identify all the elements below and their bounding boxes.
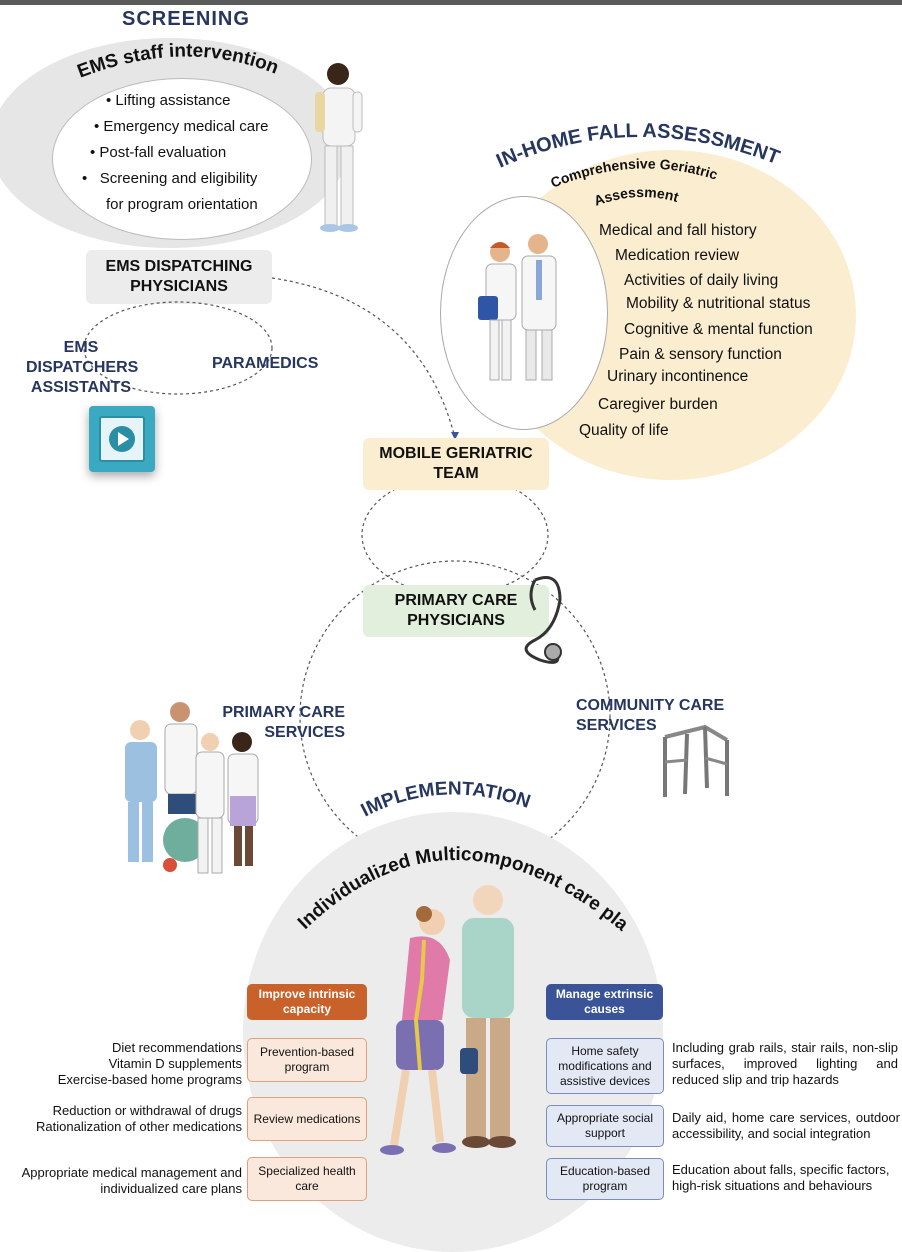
education-details: Education about falls, specific factors,…	[672, 1162, 890, 1193]
ems-dispatchers-label: EMS DISPATCHERS ASSISTANTS	[26, 339, 139, 396]
ems-dispatching-physicians-box: EMS DISPATCHING PHYSICIANS	[86, 250, 272, 304]
paramedics-label: PARAMEDICS	[212, 355, 319, 372]
bullet-item: • Lifting assistance	[106, 92, 231, 109]
primary-care-services-label: PRIMARY CARE SERVICES	[222, 704, 345, 741]
svg-text:EMS staff intervention: EMS staff intervention	[75, 40, 282, 82]
paramedic-figure	[315, 63, 363, 232]
svg-text:IMPLEMENTATION: IMPLEMENTATION	[358, 778, 533, 821]
assessment-title-curve: IN-HOME FALL ASSESSMENT	[493, 120, 782, 173]
bullet-item: • Emergency medical care	[94, 118, 269, 135]
extrinsic-causes-header: Manage extrinsic causes	[546, 984, 663, 1020]
bullet-item: • Screening and eligibility	[82, 170, 258, 187]
review-medications-box: Review medications	[247, 1097, 367, 1141]
prevention-program-box: Prevention-based program	[247, 1038, 367, 1082]
care-staff-figure	[125, 702, 259, 874]
elderly-couple-figure	[380, 885, 516, 1155]
play-icon	[99, 416, 145, 462]
bullet-item: • Post-fall evaluation	[90, 144, 227, 161]
top-bar	[0, 0, 902, 5]
assessment-item: Medical and fall history	[599, 222, 757, 239]
mobile-geriatric-team-box: MOBILE GERIATRIC TEAM	[363, 438, 549, 490]
social-support-box: Appropriate social support	[546, 1105, 664, 1147]
doctors-figure	[478, 234, 557, 381]
education-program-box: Education-based program	[546, 1158, 664, 1200]
primary-care-physicians-box: PRIMARY CARE PHYSICIANS	[363, 585, 549, 637]
assessment-item: Quality of life	[579, 422, 669, 439]
community-care-services-label: COMMUNITY CARE SERVICES	[576, 697, 725, 734]
medication-details: Reduction or withdrawal of drugs Rationa…	[36, 1103, 242, 1134]
home-safety-details: Including grab rails, stair rails, non-s…	[672, 1040, 898, 1087]
stethoscope-icon	[524, 576, 562, 664]
bullet-item: for program orientation	[106, 196, 258, 213]
assessment-item: Medication review	[615, 247, 740, 264]
ems-bullets-circle	[52, 78, 312, 240]
assessment-item: Mobility & nutritional status	[626, 295, 811, 312]
svg-text:Assessment: Assessment	[592, 184, 681, 209]
assessment-subtitle-curve: Comprehensive Geriatric Assessment	[548, 155, 720, 209]
intrinsic-capacity-header: Improve intrinsic capacity	[247, 984, 367, 1020]
ems-title-curve: EMS staff intervention	[75, 40, 282, 82]
walker-icon	[663, 724, 729, 797]
social-support-details: Daily aid, home care services, outdoor a…	[672, 1110, 900, 1141]
assessment-item: Caregiver burden	[598, 396, 718, 413]
video-play-button[interactable]	[89, 406, 155, 472]
prevention-details: Diet recommendations Vitamin D supplemen…	[57, 1040, 242, 1087]
care-plan-title-curve: Individualized Multicomponent care plan	[280, 820, 632, 936]
implementation-title-curve: IMPLEMENTATION	[358, 778, 533, 821]
assessment-item: Urinary incontinence	[607, 368, 749, 385]
ems-bullet-list: • Lifting assistance • Emergency medical…	[80, 88, 300, 218]
assessment-item: Pain & sensory function	[619, 346, 782, 363]
home-safety-box: Home safety modifications and assistive …	[546, 1038, 664, 1094]
ems-title: EMS staff intervention	[75, 40, 282, 82]
health-care-details: Appropriate medical management and indiv…	[21, 1165, 242, 1196]
specialized-care-box: Specialized health care	[247, 1157, 367, 1201]
assessment-item: Activities of daily living	[624, 272, 779, 289]
screening-title: SCREENING	[122, 8, 250, 30]
assessment-item: Cognitive & mental function	[624, 321, 813, 338]
